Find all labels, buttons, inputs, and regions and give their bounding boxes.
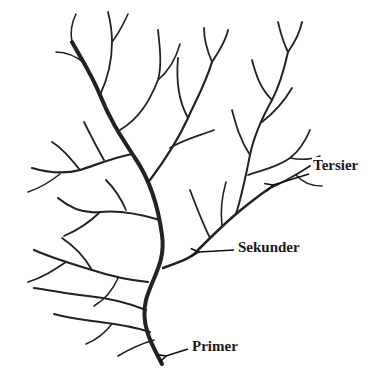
leader-arrow (273, 174, 309, 185)
stream-order-label: Primer (191, 338, 239, 355)
stream-order-label: Tersier (312, 157, 359, 174)
leader-arrow (199, 250, 234, 252)
leader-arrow (166, 349, 188, 356)
stream-order-label: Sekunder (237, 239, 301, 256)
